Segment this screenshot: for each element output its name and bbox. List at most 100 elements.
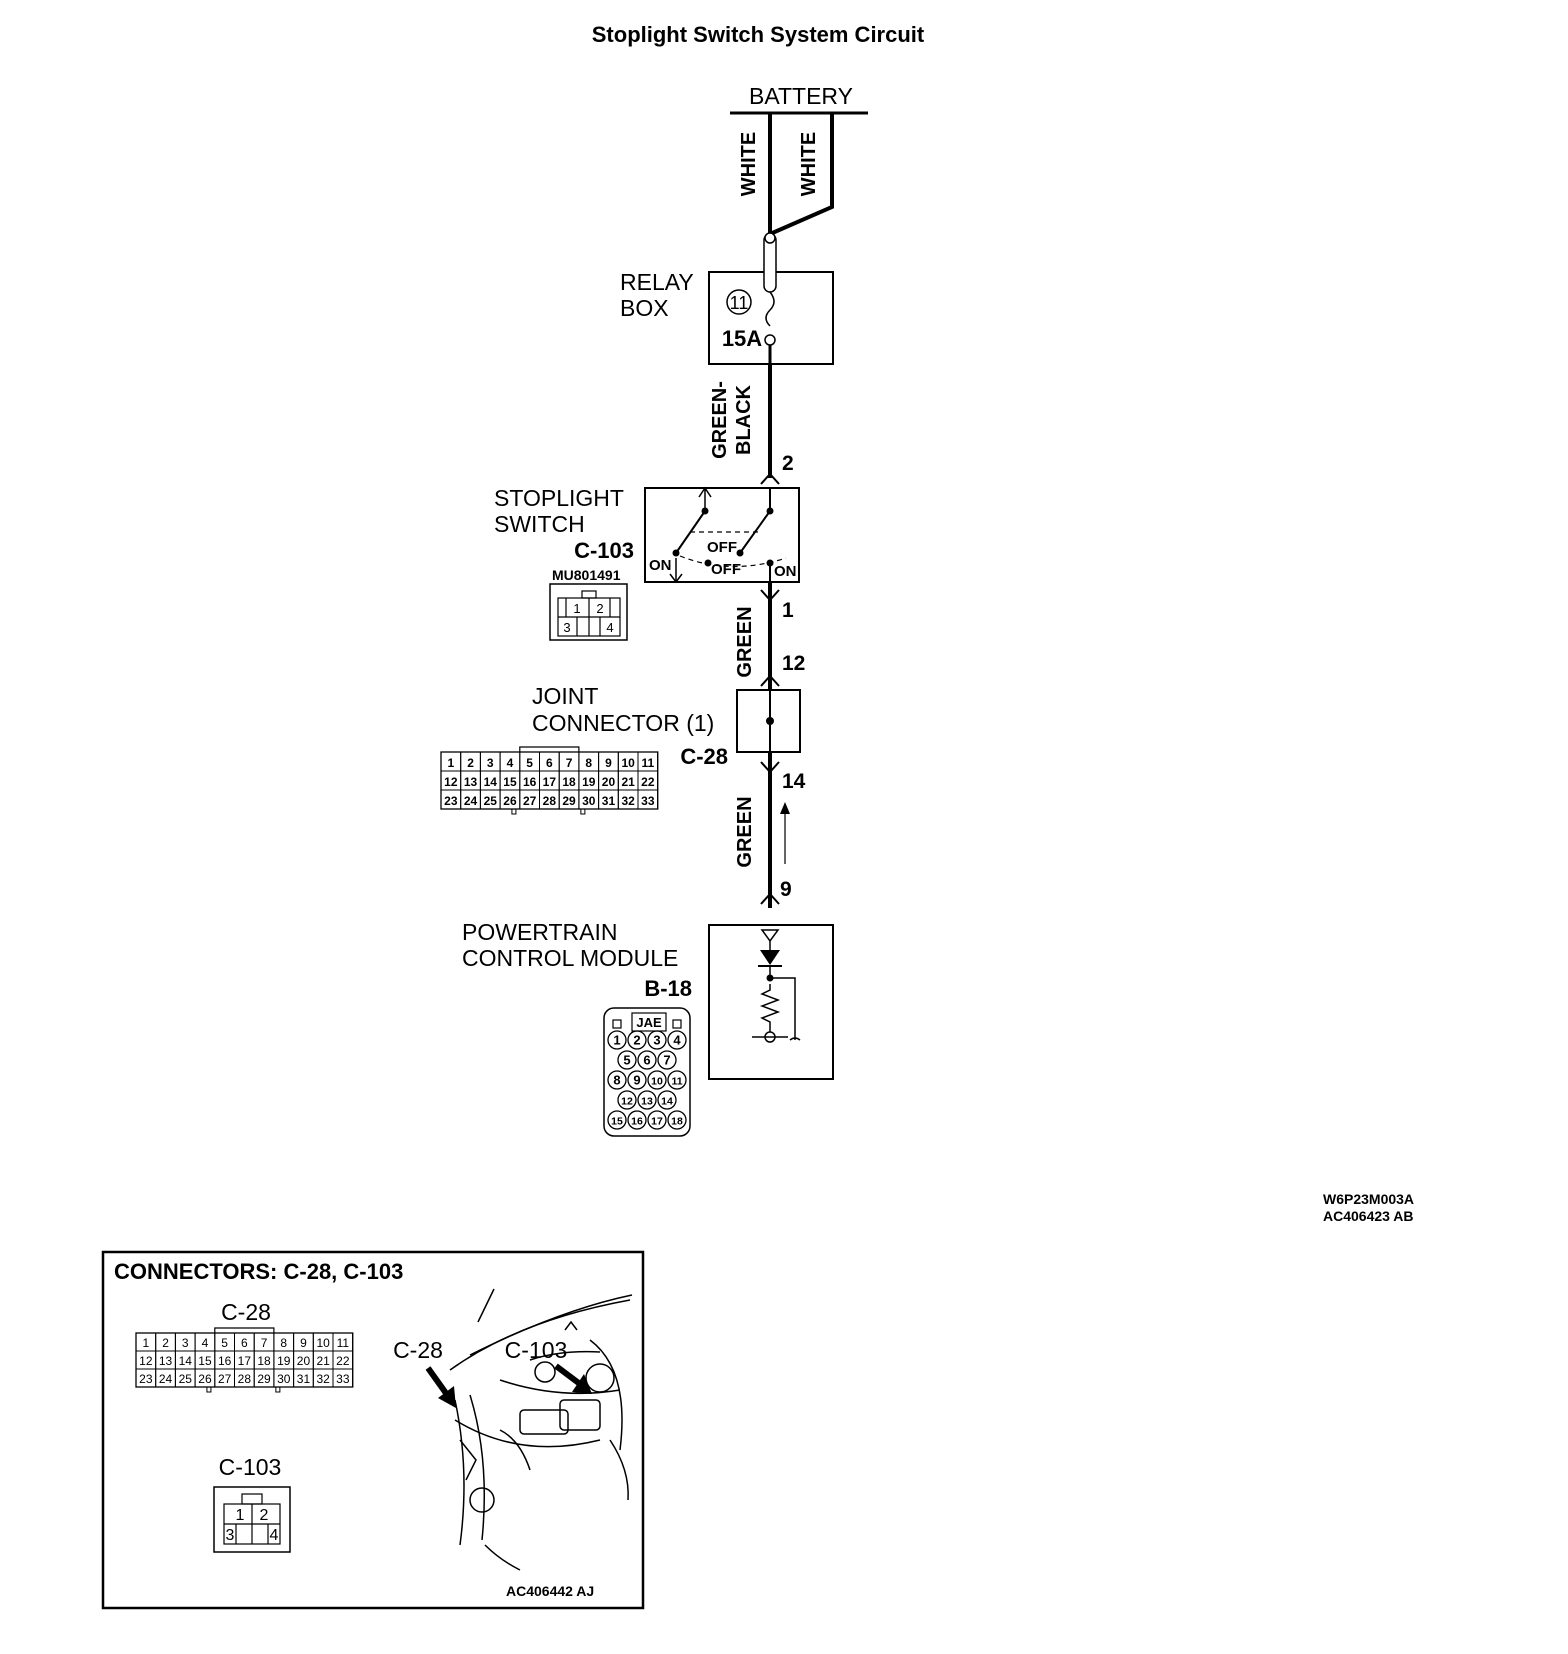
c103-pin-4: 4 xyxy=(606,620,613,635)
relay-box-label-line1: RELAY xyxy=(620,269,694,295)
pcm-connector-id: B-18 xyxy=(644,976,692,1001)
panel-c28-pin-33: 33 xyxy=(336,1372,350,1386)
panel-c28-pin-31: 31 xyxy=(297,1372,311,1386)
panel-c28-pin-12: 12 xyxy=(139,1354,153,1368)
panel-c28-pin-29: 29 xyxy=(257,1372,271,1386)
b18-pin-6: 6 xyxy=(643,1053,650,1068)
panel-c28-pin-30: 30 xyxy=(277,1372,291,1386)
battery-label: BATTERY xyxy=(749,83,853,109)
wire-green-black: GREEN- BLACK 2 xyxy=(709,364,794,485)
b18-pin-17: 17 xyxy=(651,1116,663,1128)
battery-feed-wires: WHITE WHITE xyxy=(738,113,834,236)
panel-c28-pin-6: 6 xyxy=(241,1336,248,1350)
c28-pin-11: 11 xyxy=(642,756,655,770)
b18-pin-12: 12 xyxy=(621,1096,633,1108)
pin-2-label: 2 xyxy=(782,452,794,475)
b18-pin-5: 5 xyxy=(623,1053,630,1068)
switch-off-upper: OFF xyxy=(707,539,737,556)
wire-color-green-upper: GREEN xyxy=(734,606,756,677)
panel-c103-label: C-103 xyxy=(219,1454,282,1480)
panel-c28-pin-25: 25 xyxy=(179,1372,193,1386)
pin-9-label: 9 xyxy=(780,878,792,901)
photo-c28-label: C-28 xyxy=(393,1337,443,1363)
relay-box: RELAY BOX 11 15A xyxy=(620,232,834,365)
c28-pin-28: 28 xyxy=(543,794,557,808)
b18-pin-10: 10 xyxy=(651,1076,663,1088)
c28-pin-20: 20 xyxy=(602,775,616,789)
panel-c28-pin-5: 5 xyxy=(221,1336,228,1350)
c28-pin-21: 21 xyxy=(621,775,635,789)
joint-connector-label-line2: CONNECTOR (1) xyxy=(532,710,714,736)
b18-pin-2: 2 xyxy=(633,1033,640,1048)
panel-c28-pin-14: 14 xyxy=(179,1354,193,1368)
c28-pin-12: 12 xyxy=(444,775,458,789)
c28-pin-22: 22 xyxy=(641,775,655,789)
stoplight-switch-connector-id: C-103 xyxy=(574,538,634,563)
panel-c28-pin-28: 28 xyxy=(238,1372,252,1386)
panel-c28-pin-18: 18 xyxy=(257,1354,271,1368)
panel-c28-pin-16: 16 xyxy=(218,1354,232,1368)
panel-c28-pin-21: 21 xyxy=(316,1354,330,1368)
pin-12-label: 12 xyxy=(782,652,805,675)
connectors-panel-heading: CONNECTORS: C-28, C-103 xyxy=(114,1259,403,1284)
b18-pin-8: 8 xyxy=(613,1073,620,1088)
pin-14-label: 14 xyxy=(782,770,806,793)
panel-c28-pin-23: 23 xyxy=(139,1372,153,1386)
c28-pin-17: 17 xyxy=(543,775,557,789)
c28-pin-25: 25 xyxy=(484,794,498,808)
photo-c103-label: C-103 xyxy=(505,1337,568,1363)
connector-location-illustration xyxy=(449,1288,633,1571)
c28-pin-5: 5 xyxy=(526,756,533,770)
panel-c28-pin-26: 26 xyxy=(198,1372,212,1386)
b18-pin-16: 16 xyxy=(631,1116,643,1128)
panel-c28-pin-22: 22 xyxy=(336,1354,350,1368)
c28-pin-24: 24 xyxy=(464,794,478,808)
b18-type-label: JAE xyxy=(636,1015,662,1030)
panel-c28-pin-9: 9 xyxy=(300,1336,307,1350)
c28-pin-31: 31 xyxy=(602,794,616,808)
stoplight-switch-part-no: MU801491 xyxy=(552,567,621,583)
panel-c28-pin-13: 13 xyxy=(159,1354,173,1368)
c28-pin-19: 19 xyxy=(582,775,596,789)
panel-c28-pin-32: 32 xyxy=(316,1372,330,1386)
wire-color-white-left: WHITE xyxy=(738,132,760,196)
switch-on-right: ON xyxy=(774,563,797,580)
c28-pin-23: 23 xyxy=(444,794,458,808)
pcm-label-line2: CONTROL MODULE xyxy=(462,945,678,971)
panel-c28-pin-1: 1 xyxy=(143,1336,150,1350)
wire-color-green-black-line2: BLACK xyxy=(733,384,755,455)
c28-pin-3: 3 xyxy=(487,756,494,770)
panel-c28-label: C-28 xyxy=(221,1299,271,1325)
diode-icon xyxy=(760,950,780,965)
b18-pin-9: 9 xyxy=(633,1073,640,1088)
c28-pin-16: 16 xyxy=(523,775,537,789)
relay-box-label-line2: BOX xyxy=(620,295,669,321)
fuse-number: 11 xyxy=(730,293,749,313)
wire-green-upper: 1 GREEN 12 xyxy=(734,582,805,690)
b18-pin-11: 11 xyxy=(671,1076,682,1088)
stoplight-switch-label-line2: SWITCH xyxy=(494,511,585,537)
c103-location-arrow xyxy=(554,1363,592,1394)
b18-pin-3: 3 xyxy=(653,1033,660,1048)
panel-c28-pin-24: 24 xyxy=(159,1372,173,1386)
c28-pin-7: 7 xyxy=(566,756,573,770)
b18-pin-7: 7 xyxy=(663,1053,670,1068)
panel-c28-pin-10: 10 xyxy=(316,1336,330,1350)
wire-green-lower: 14 GREEN 9 xyxy=(734,752,806,908)
c28-pin-33: 33 xyxy=(641,794,655,808)
drawing-code-2: AC406423 AB xyxy=(1323,1208,1414,1224)
pin-1-label: 1 xyxy=(782,599,794,622)
fuse-number-circle xyxy=(726,289,752,315)
switch-off-lower: OFF xyxy=(711,561,741,578)
c28-pin-2: 2 xyxy=(467,756,474,770)
resistor-icon xyxy=(759,984,781,1032)
c28-pin-29: 29 xyxy=(562,794,576,808)
pcm-label-line1: POWERTRAIN xyxy=(462,919,617,945)
c28-pin-9: 9 xyxy=(605,756,612,770)
joint-connector-label-line1: JOINT xyxy=(532,683,598,709)
panel-c28-pin-17: 17 xyxy=(238,1354,252,1368)
